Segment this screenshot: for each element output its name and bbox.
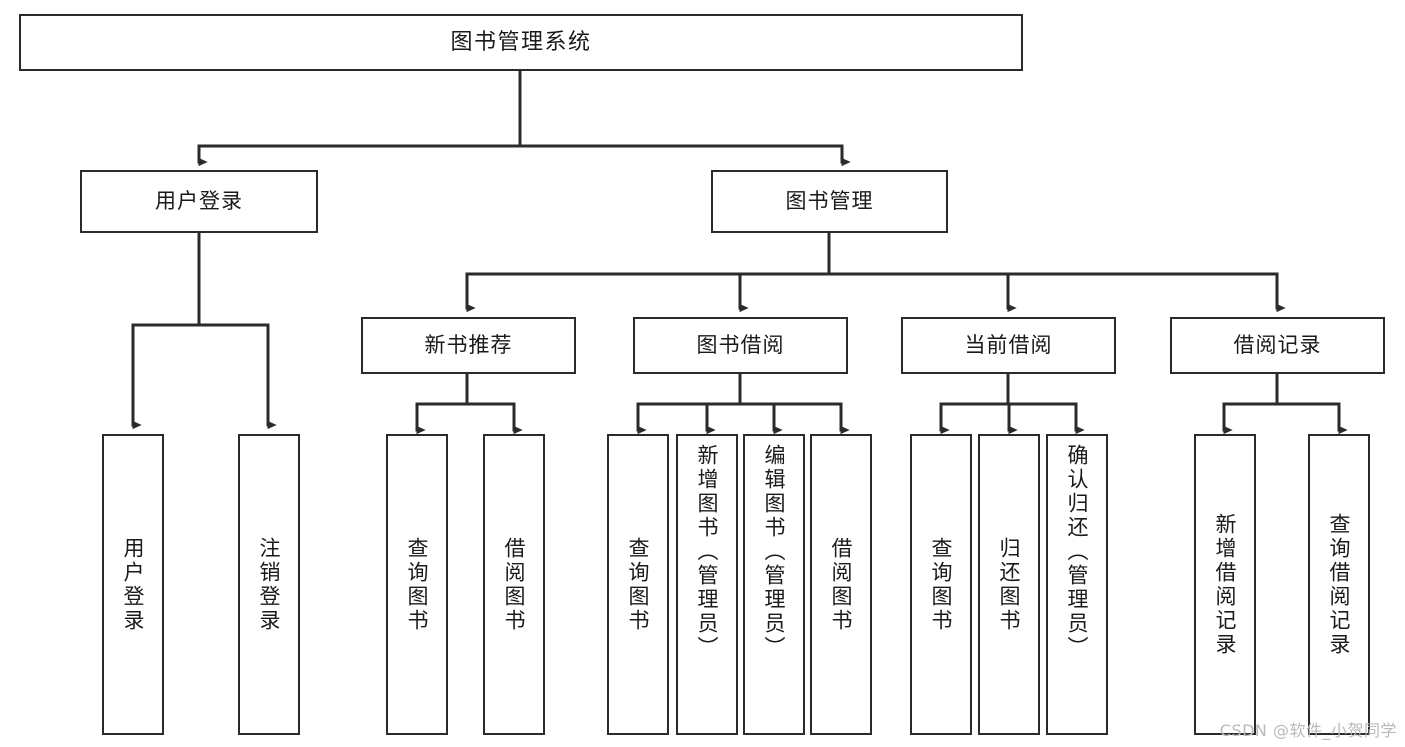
leaf-logout[interactable]: 注销登录 bbox=[238, 434, 300, 735]
node-user-login[interactable]: 用户登录 bbox=[80, 170, 318, 233]
node-label: 图书借阅 bbox=[696, 333, 785, 358]
node-label: 新书推荐 bbox=[424, 333, 513, 358]
node-label: 查询借阅记录 bbox=[1327, 512, 1352, 657]
leaf-return-book[interactable]: 归还图书 bbox=[978, 434, 1040, 735]
node-label: 归还图书 bbox=[997, 536, 1022, 633]
node-label: 新增图书（管理员） bbox=[695, 444, 720, 660]
node-label: 图书管理系统 bbox=[450, 29, 592, 55]
node-label: 用户登录 bbox=[155, 189, 243, 214]
node-label: 借阅图书 bbox=[502, 536, 527, 633]
leaf-edit-book[interactable]: 编辑图书（管理员） bbox=[743, 434, 805, 735]
node-label: 注销登录 bbox=[257, 536, 282, 633]
node-label: 查询图书 bbox=[929, 536, 954, 633]
leaf-query-book-3[interactable]: 查询图书 bbox=[910, 434, 972, 735]
leaf-borrow-book-1[interactable]: 借阅图书 bbox=[483, 434, 545, 735]
node-label: 用户登录 bbox=[121, 536, 146, 633]
node-current-borrow[interactable]: 当前借阅 bbox=[901, 317, 1116, 374]
leaf-query-record[interactable]: 查询借阅记录 bbox=[1308, 434, 1370, 735]
node-label: 查询图书 bbox=[626, 536, 651, 633]
node-label: 图书管理 bbox=[785, 189, 874, 214]
node-label: 新增借阅记录 bbox=[1213, 512, 1238, 657]
node-book-borrow[interactable]: 图书借阅 bbox=[633, 317, 848, 374]
leaf-add-book[interactable]: 新增图书（管理员） bbox=[676, 434, 738, 735]
node-label: 借阅图书 bbox=[829, 536, 854, 633]
node-label: 借阅记录 bbox=[1233, 333, 1322, 358]
node-book-manage[interactable]: 图书管理 bbox=[711, 170, 948, 233]
leaf-query-book-2[interactable]: 查询图书 bbox=[607, 434, 669, 735]
node-label: 当前借阅 bbox=[964, 333, 1053, 358]
leaf-add-record[interactable]: 新增借阅记录 bbox=[1194, 434, 1256, 735]
leaf-confirm-return[interactable]: 确认归还（管理员） bbox=[1046, 434, 1108, 735]
node-label: 查询图书 bbox=[405, 536, 430, 633]
node-label: 编辑图书（管理员） bbox=[762, 444, 787, 660]
node-label: 确认归还（管理员） bbox=[1065, 444, 1090, 660]
csdn-watermark: CSDN @软件_小贺同学 bbox=[1219, 721, 1397, 740]
node-new-book-recommend[interactable]: 新书推荐 bbox=[361, 317, 576, 374]
leaf-user-login[interactable]: 用户登录 bbox=[102, 434, 164, 735]
leaf-borrow-book-2[interactable]: 借阅图书 bbox=[810, 434, 872, 735]
leaf-query-book-1[interactable]: 查询图书 bbox=[386, 434, 448, 735]
node-borrow-record[interactable]: 借阅记录 bbox=[1170, 317, 1385, 374]
node-root-book-management-system[interactable]: 图书管理系统 bbox=[19, 14, 1023, 71]
